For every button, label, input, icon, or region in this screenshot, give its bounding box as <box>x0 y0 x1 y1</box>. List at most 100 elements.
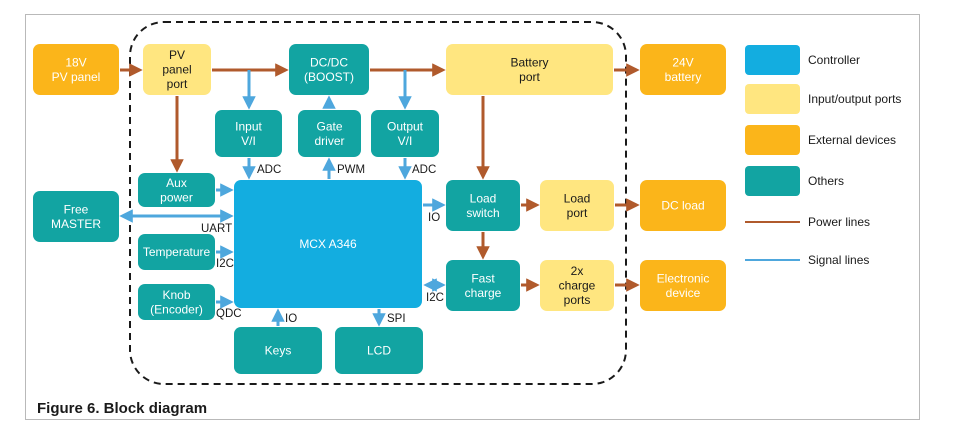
signal-label-io-load: IO <box>428 212 440 224</box>
block-label: DC/DC <box>310 55 348 69</box>
legend-swatch <box>745 45 800 75</box>
power-lines <box>120 63 640 292</box>
legend-item-external: External devices <box>745 125 896 155</box>
legend-item-power-line: Power lines <box>745 215 870 229</box>
block-shape <box>640 44 726 95</box>
block-label: ports <box>564 293 591 307</box>
block-label: LCD <box>367 344 391 358</box>
block-shape <box>640 180 726 231</box>
block-label: Temperature <box>143 245 211 259</box>
legend-item-other: Others <box>745 166 844 196</box>
block-shape <box>540 260 614 311</box>
board-boundary <box>129 21 627 385</box>
block-label: power <box>160 190 193 204</box>
block-label: Aux <box>166 176 187 190</box>
block-label: Fast <box>471 271 495 285</box>
block-label: 2x <box>571 264 584 278</box>
block-label: (Encoder) <box>150 302 203 316</box>
block-shape <box>215 110 282 157</box>
legend-label: Controller <box>808 53 860 67</box>
block-shape <box>446 260 520 311</box>
signal-label-spi: SPI <box>387 313 406 325</box>
block-label: Load <box>564 191 591 205</box>
block-shape <box>289 44 369 95</box>
block-dcdc: DC/DC(BOOST) <box>289 44 369 95</box>
signal-label-qdc: QDC <box>216 308 242 320</box>
block-dc-load: DC load <box>640 180 726 231</box>
block-label: charge <box>465 286 502 300</box>
block-label: DC load <box>661 199 704 213</box>
block-label: (BOOST) <box>304 70 354 84</box>
block-label: 24V <box>672 55 693 69</box>
block-label: Battery <box>510 55 548 69</box>
legend-swatch <box>745 125 800 155</box>
block-label: device <box>666 286 701 300</box>
legend-label: Signal lines <box>808 253 869 267</box>
block-shape <box>335 327 423 374</box>
block-shape <box>446 44 613 95</box>
signal-label-adc-in: ADC <box>257 164 281 176</box>
block-shape <box>138 284 215 320</box>
signal-label-adc-out: ADC <box>412 164 436 176</box>
signal-label-uart: UART <box>201 223 232 235</box>
block-shape <box>371 110 439 157</box>
block-label: PV <box>169 48 185 62</box>
block-label: driver <box>314 134 344 148</box>
legend-label: Input/output ports <box>808 92 901 106</box>
signal-label-i2c-fast: I2C <box>426 292 444 304</box>
legend-swatch <box>745 166 800 196</box>
legend-item-io-port: Input/output ports <box>745 84 901 114</box>
block-temperature: Temperature <box>138 234 215 270</box>
block-label: MCX A346 <box>299 237 357 251</box>
block-label: charge <box>559 279 596 293</box>
legend-label: Others <box>808 174 844 188</box>
signal-label-i2c-temp: I2C <box>216 258 234 270</box>
block-label: V/I <box>241 134 256 148</box>
block-label: 18V <box>65 55 86 69</box>
block-label: Knob <box>162 288 190 302</box>
block-label: battery <box>665 70 702 84</box>
legend-item-signal-line: Signal lines <box>745 253 869 267</box>
block-keys: Keys <box>234 327 322 374</box>
block-label: Load <box>470 191 497 205</box>
block-label: V/I <box>398 134 413 148</box>
block-label: MASTER <box>51 217 101 231</box>
block-label: port <box>167 77 188 91</box>
block-shape <box>143 44 211 95</box>
block-label: Input <box>235 119 262 133</box>
signal-lines <box>119 70 446 327</box>
block-label: Free <box>64 202 89 216</box>
block-shape <box>446 180 520 231</box>
legend-item-controller: Controller <box>745 45 860 75</box>
legend-label: Power lines <box>808 215 870 229</box>
signal-label-pwm: PWM <box>337 164 365 176</box>
block-label: PV panel <box>52 70 101 84</box>
figure-caption: Figure 6. Block diagram <box>37 400 208 417</box>
block-label: switch <box>466 206 499 220</box>
block-mcx: MCX A346 <box>234 180 422 308</box>
block-knob: Knob(Encoder) <box>138 284 215 320</box>
block-shape <box>640 260 726 311</box>
block-shape <box>234 180 422 308</box>
block-label: Output <box>387 119 424 133</box>
block-label: port <box>567 206 588 220</box>
block-shape <box>298 110 361 157</box>
block-label: port <box>519 70 540 84</box>
block-shape <box>138 173 215 207</box>
